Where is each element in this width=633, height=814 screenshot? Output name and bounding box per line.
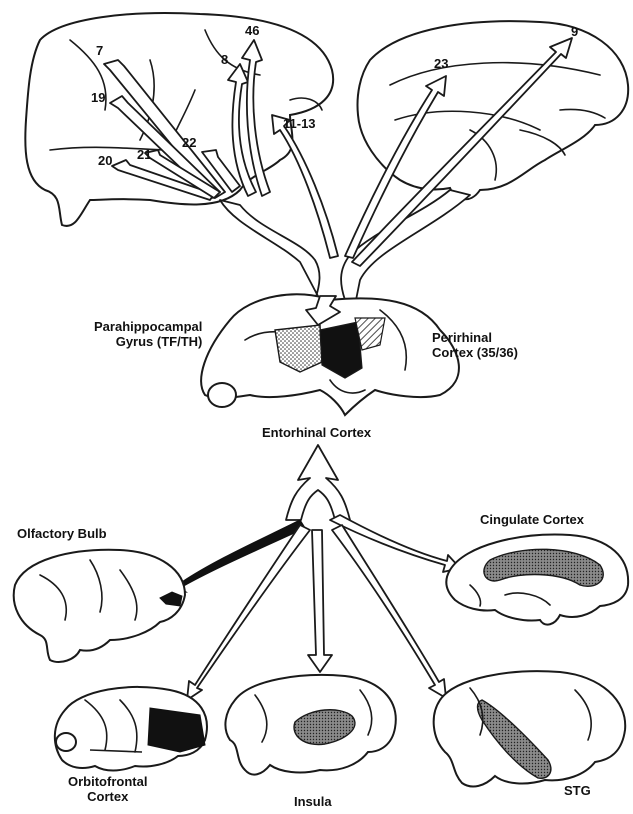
area-22-label: 22 [182,136,196,150]
area-46-label: 46 [245,24,259,38]
area-21-label: 21 [137,148,151,162]
area-8-label: 8 [221,53,228,67]
cingulate-brain [446,535,628,625]
orbitofrontal-line2: Cortex [68,789,147,804]
stg-label: STG [564,783,591,798]
orbitofrontal-brain [55,687,207,771]
orbitofrontal-line1: Orbitofrontal [68,774,147,789]
cingulate-label: Cingulate Cortex [480,512,584,527]
stg-brain [434,671,626,786]
entorhinal-arrows [172,445,460,700]
insula-brain [225,675,395,775]
area-23-label: 23 [434,57,448,71]
area-9-label: 9 [571,25,578,39]
parahippocampal-label: Parahippocampal Gyrus (TF/TH) [94,319,202,349]
olfactory-brain [14,550,185,662]
parahippocampal-line1: Parahippocampal [94,319,202,334]
perirhinal-label: Perirhinal Cortex (35/36) [432,330,518,360]
perirhinal-line1: Perirhinal [432,330,518,345]
parahippocampal-line2: Gyrus (TF/TH) [94,334,202,349]
medial-hemisphere [358,21,629,199]
ventral-brain [201,294,459,415]
area-20-label: 20 [98,154,112,168]
perirhinal-line2: Cortex (35/36) [432,345,518,360]
area-7-label: 7 [96,44,103,58]
olfactory-label: Olfactory Bulb [17,526,107,541]
insula-label: Insula [294,794,332,809]
area-11-13-label: 11-13 [283,117,316,131]
entorhinal-label: Entorhinal Cortex [262,425,371,440]
projection-ribbon [220,190,470,300]
area-19-label: 19 [91,91,105,105]
orbitofrontal-label: Orbitofrontal Cortex [68,774,147,804]
